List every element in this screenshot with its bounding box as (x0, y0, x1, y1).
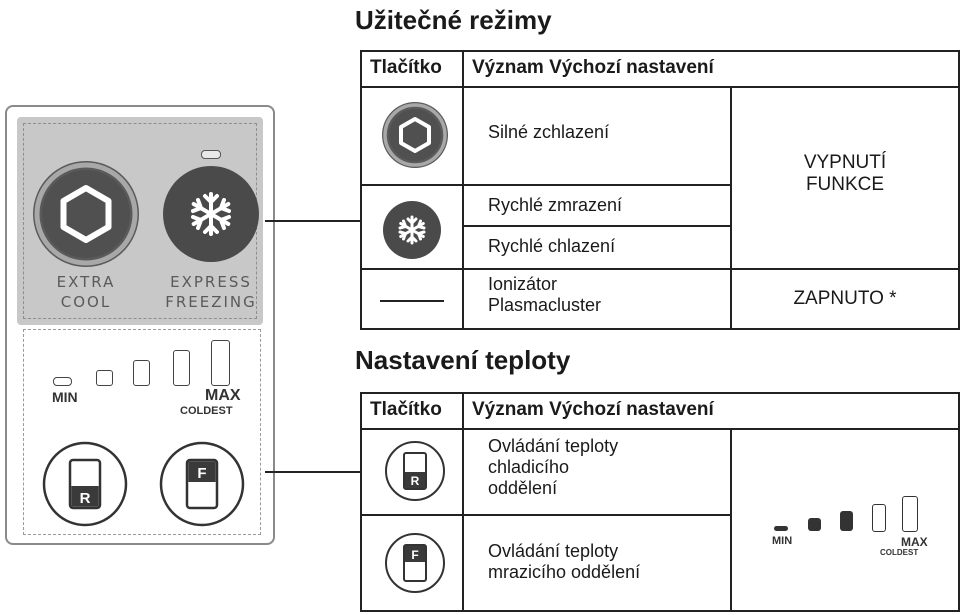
default-max-label: MAX (901, 535, 928, 549)
r-button-icon: R (385, 441, 445, 501)
temperature-table: Tlačítko Význam Výchozí nastavení R Ovlá… (360, 392, 960, 612)
default-level-3 (840, 511, 853, 531)
f-button-icon (185, 458, 219, 510)
temp-header-rule (362, 428, 958, 430)
modes-default-off: VYPNUTÍ FUNKCE (803, 152, 887, 195)
modes-col-divider-1 (462, 86, 464, 328)
modes-title: Užitečné režimy (355, 5, 552, 35)
modes-header-meaning: Význam Výchozí nastavení (472, 57, 714, 78)
level-indicator-1 (53, 377, 72, 386)
temp-col-divider-2 (730, 428, 732, 610)
level-indicator-3 (133, 360, 150, 386)
modes-row-rule-1 (462, 184, 730, 186)
modes-row-3-meaning: Rychlé chlazení (488, 236, 616, 256)
r-letter: R (80, 490, 91, 507)
modes-col-divider-2 (730, 86, 732, 328)
temp-row-1-meaning: Ovládání teploty chladicího oddělení (488, 436, 619, 498)
f-button-icon: F (385, 533, 445, 593)
temperature-section (23, 329, 261, 535)
modes-default-on: ZAPNUTO * (793, 288, 897, 309)
modes-header-divider (462, 52, 464, 86)
snowflake-icon (191, 192, 231, 236)
express-freezing-label: EXPRESS FREEZING (165, 273, 257, 311)
snowflake-icon (383, 201, 441, 259)
control-panel: EXTRA COOL EXPRESS FREEZING MIN MAX COLD… (5, 105, 275, 545)
modes-row-4-meaning: Ionizátor Plasmacluster (488, 274, 602, 315)
modes-row-rule-1b (362, 184, 462, 186)
modes-row-rule-3 (362, 268, 958, 270)
level-indicator-2 (96, 370, 113, 386)
refrigerator-temp-button[interactable]: R (42, 441, 128, 527)
modes-header-rule (362, 86, 958, 88)
default-level-1 (774, 526, 788, 531)
temperature-connector-line (265, 471, 362, 473)
temp-header-divider (462, 394, 464, 428)
temperature-title: Nastavení teploty (355, 345, 571, 375)
default-level-5 (902, 496, 918, 532)
temp-row-rule-1 (362, 514, 730, 516)
r-icon-letter: R (411, 474, 420, 488)
default-min-label: MIN (772, 535, 793, 547)
temp-header-button: Tlačítko (370, 399, 442, 420)
min-label: MIN (52, 389, 78, 405)
express-freezing-button[interactable] (162, 165, 260, 263)
freezer-temp-button[interactable]: F (159, 441, 245, 527)
f-icon-letter: F (411, 548, 418, 562)
modes-table: Tlačítko Význam Výchozí nastavení Silné … (360, 50, 960, 330)
modes-section: EXTRA COOL EXPRESS FREEZING (17, 117, 263, 325)
modes-row-2-meaning: Rychlé zmrazení (488, 195, 623, 215)
coldest-label: COLDEST (180, 405, 233, 417)
express-freezing-indicator (201, 150, 221, 159)
extra-cool-button[interactable] (31, 159, 141, 269)
r-button-icon (68, 458, 102, 510)
extra-cool-label: EXTRA COOL (56, 273, 116, 311)
default-coldest-label: COLDEST (880, 548, 919, 557)
modes-row-1-meaning: Silné zchlazení (488, 122, 610, 142)
default-level-4 (872, 504, 886, 532)
level-indicator-5 (211, 340, 230, 386)
temp-row-2-meaning: Ovládání teploty mrazicího oddělení (488, 541, 641, 582)
default-level-2 (808, 518, 821, 531)
f-letter: F (197, 465, 206, 482)
temp-header-meaning: Význam Výchozí nastavení (472, 399, 714, 420)
modes-header-button: Tlačítko (370, 57, 442, 78)
temp-col-divider-1 (462, 428, 464, 610)
modes-row-rule-2 (462, 225, 730, 227)
hexagon-icon (60, 185, 112, 243)
max-label: MAX (205, 387, 241, 404)
line-icon (380, 300, 444, 302)
modes-connector-line (265, 220, 362, 222)
extra-cool-icon (382, 102, 448, 168)
level-indicator-4 (173, 350, 190, 386)
